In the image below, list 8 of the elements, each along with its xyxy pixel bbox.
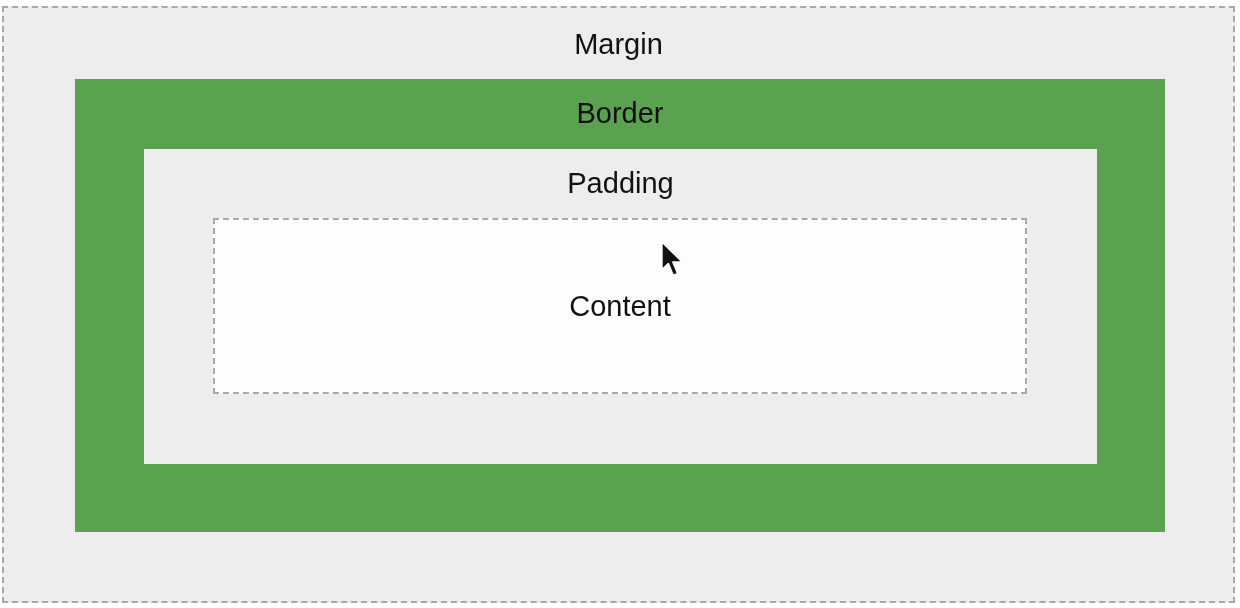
area-label: Margin: [574, 27, 663, 61]
border-area: [75, 79, 1165, 532]
area-label: Border: [576, 96, 664, 130]
padding-area: [144, 149, 1097, 464]
area-label: Content: [569, 289, 671, 323]
content-area: [213, 218, 1027, 394]
area-label: Padding: [567, 166, 674, 200]
margin-area: [2, 6, 1235, 603]
